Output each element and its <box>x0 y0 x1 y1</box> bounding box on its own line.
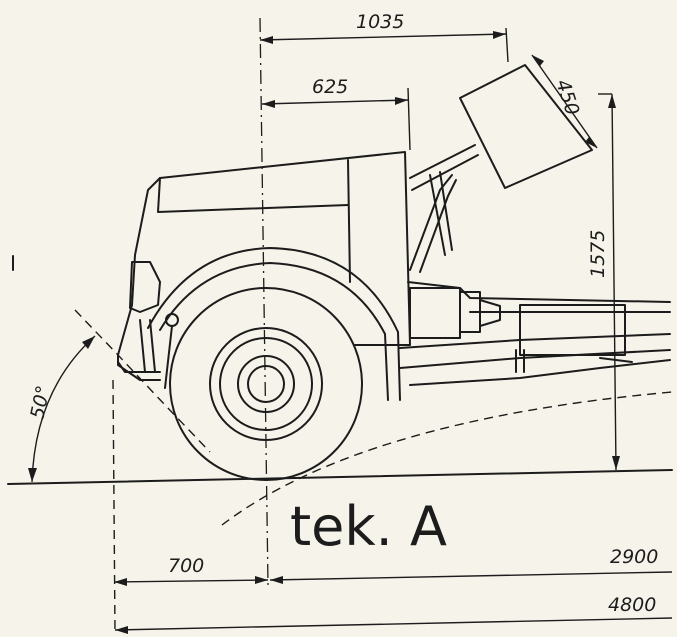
dimension-450: 450 <box>531 54 598 149</box>
sweep-curve <box>221 391 673 526</box>
dimension-2900: 2900 <box>269 546 673 584</box>
fender <box>147 247 401 401</box>
dimension-1575-label: 1575 <box>587 230 609 278</box>
ground-line <box>7 469 673 485</box>
dimension-700-label: 700 <box>168 555 204 577</box>
dimension-625: 625 <box>261 76 411 151</box>
dimension-625-label: 625 <box>312 76 348 98</box>
cab-body <box>117 151 411 381</box>
tilt-mechanism <box>409 144 479 273</box>
chassis-frame <box>399 281 671 386</box>
dimension-1035-label: 1035 <box>356 11 404 33</box>
tilted-panel <box>459 64 593 189</box>
dimension-1035: 1035 <box>259 11 509 63</box>
approach-line <box>74 309 211 453</box>
dimension-4800: 4800 <box>114 594 673 634</box>
front-wheel <box>169 287 363 481</box>
axle-centerline <box>259 17 269 586</box>
caption: tek. A <box>290 495 447 558</box>
dimension-450-label: 450 <box>551 77 583 118</box>
angle-indicator: 50° <box>26 335 96 483</box>
dimension-2900-label: 2900 <box>610 546 658 568</box>
front-suspension <box>117 313 179 389</box>
dimension-4800-label: 4800 <box>608 594 656 616</box>
dimension-700: 700 <box>113 555 269 586</box>
angle-label: 50° <box>26 384 55 422</box>
dimension-1575: 1575 <box>587 93 620 471</box>
front-reference-line <box>112 379 116 633</box>
